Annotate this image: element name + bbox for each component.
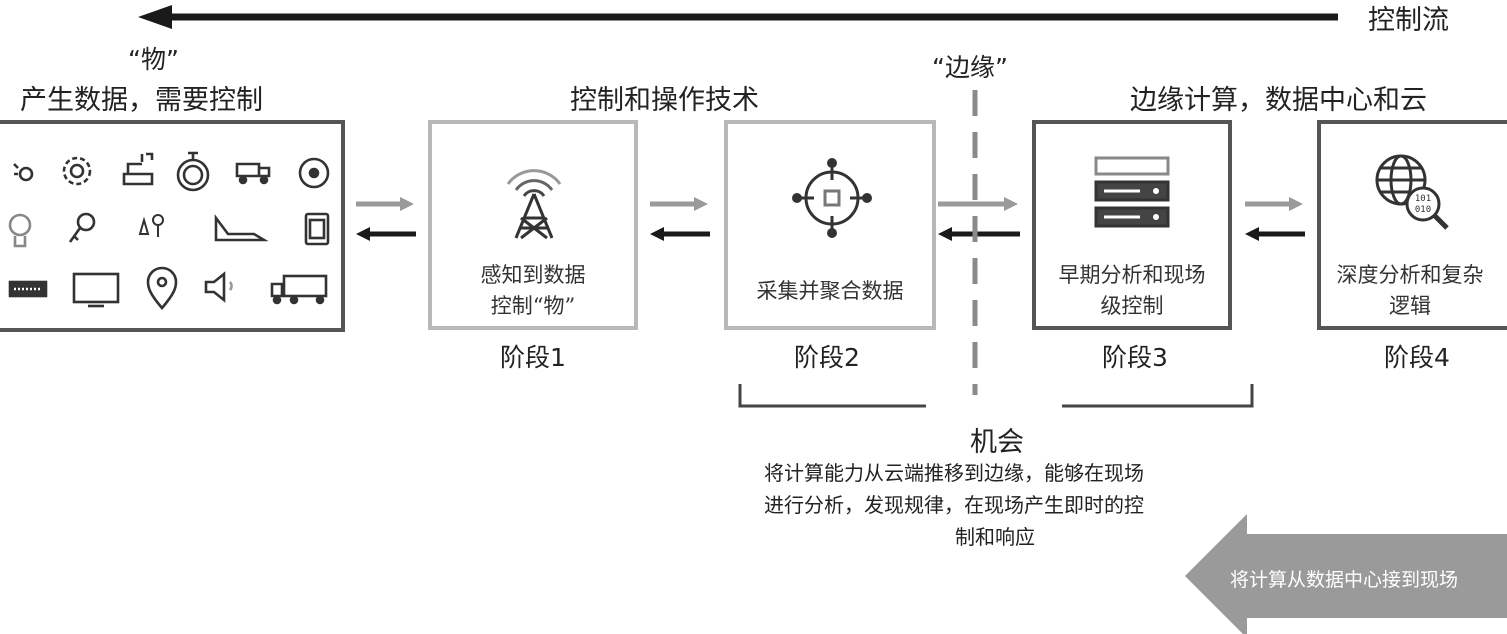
stage1-box: 感知到数据 控制“物” xyxy=(428,120,638,330)
stage4-label: 阶段4 xyxy=(1384,343,1450,372)
key-icon xyxy=(68,212,96,243)
flow-arrows-4 xyxy=(1245,197,1305,241)
server-rack-icon xyxy=(1094,156,1170,228)
monitor-icon xyxy=(72,272,120,308)
things-quote: “物” xyxy=(128,45,179,74)
svg-text:101: 101 xyxy=(1415,194,1431,204)
cell-tower-icon xyxy=(506,169,562,240)
speaker-icon xyxy=(204,271,233,303)
stage4-line1: 深度分析和复杂 xyxy=(1336,263,1484,287)
opportunity-bracket xyxy=(738,384,1254,408)
control-flow-arrow xyxy=(138,5,1338,29)
bulb-icon xyxy=(8,213,32,248)
crosshair-target-icon xyxy=(792,158,872,238)
airplane-icon xyxy=(214,214,269,242)
things-box xyxy=(0,120,345,332)
stage3-line1: 早期分析和现场 xyxy=(1058,263,1206,287)
stage1-line2: 控制“物” xyxy=(490,294,576,318)
edge-label: “边缘” xyxy=(932,53,1008,82)
stage2-text: 采集并聚合数据 xyxy=(756,279,904,303)
stopwatch-icon xyxy=(176,151,210,192)
globe-search-icon: 101 010 xyxy=(1375,154,1449,230)
ot-header: 控制和操作技术 xyxy=(570,85,759,116)
edge-divider-line xyxy=(972,90,978,395)
flow-arrows-2 xyxy=(650,197,710,241)
stage1-label: 阶段1 xyxy=(500,343,566,372)
opportunity-line3: 制和响应 xyxy=(955,525,1035,549)
opportunity-line1: 将计算能力从云端推移到边缘，能够在现场 xyxy=(764,461,1144,485)
stage4-box: 101 010 深度分析和复杂 逻辑 xyxy=(1317,120,1507,330)
stage2-box: 采集并聚合数据 xyxy=(724,120,936,330)
stage3-line2: 级控制 xyxy=(1100,294,1164,318)
tablet-icon xyxy=(304,212,330,246)
trailer-truck-icon xyxy=(270,274,328,305)
flower-sensor-icon xyxy=(138,214,164,237)
bottom-big-arrow xyxy=(1185,514,1507,634)
gear-icon xyxy=(62,156,92,186)
edge-computing-header: 边缘计算，数据中心和云 xyxy=(1130,85,1427,116)
stage2-label: 阶段2 xyxy=(794,343,860,372)
flow-arrows-3 xyxy=(938,197,1020,241)
sensor-dial-icon xyxy=(298,157,330,189)
switch-icon xyxy=(8,280,48,298)
location-pin-icon xyxy=(146,266,178,310)
truck-icon xyxy=(235,162,271,185)
stage4-line2: 逻辑 xyxy=(1389,294,1431,318)
flow-arrows-1 xyxy=(356,197,416,241)
bottom-arrow-label: 将计算从数据中心接到现场 xyxy=(1230,569,1459,591)
faucet-icon xyxy=(122,152,154,186)
stage1-line1: 感知到数据 xyxy=(480,263,586,287)
stage3-box: 早期分析和现场 级控制 xyxy=(1032,120,1232,330)
stage3-label: 阶段3 xyxy=(1102,343,1168,372)
opportunity-title: 机会 xyxy=(970,427,1024,458)
link-icon xyxy=(13,163,34,182)
control-flow-label: 控制流 xyxy=(1368,5,1449,36)
opportunity-line2: 进行分析，发现规律，在现场产生即时的控 xyxy=(764,493,1144,517)
svg-text:010: 010 xyxy=(1415,205,1431,215)
things-title: 产生数据，需要控制 xyxy=(20,85,263,116)
